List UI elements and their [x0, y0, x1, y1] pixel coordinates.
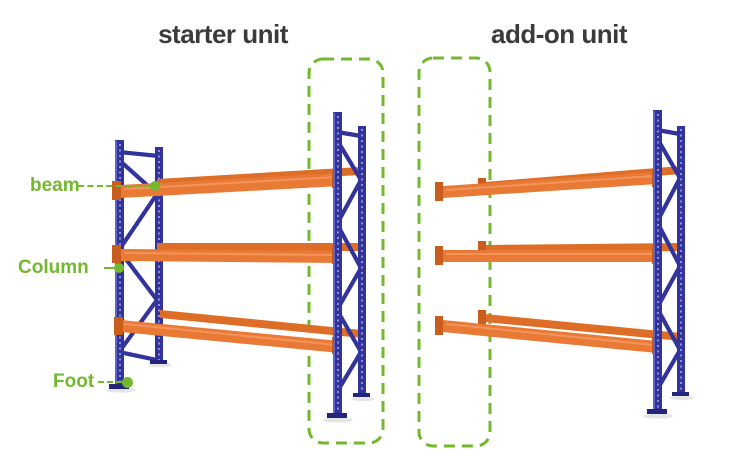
starter-unit-title: starter unit	[158, 19, 288, 49]
beam-end-flange	[478, 310, 486, 327]
beam-level1-front	[443, 172, 657, 198]
callout-beam: beam	[30, 175, 160, 196]
beam-leader-line	[78, 185, 150, 187]
beam-end-flange	[435, 316, 443, 335]
beam-level3-rear	[485, 314, 681, 341]
column-leader-line	[104, 267, 114, 269]
foot-label: Foot	[53, 371, 95, 392]
callout-foot: Foot	[53, 371, 133, 392]
beam-marker-dot	[150, 181, 160, 191]
beam-level2-front	[443, 250, 657, 262]
beam-level2-rear	[157, 243, 363, 251]
addon-beams	[435, 166, 681, 354]
callout-column: Column	[18, 257, 124, 278]
ground-shadows	[106, 362, 694, 423]
foot-marker-dot	[122, 376, 133, 388]
addon-right-upright	[647, 110, 689, 414]
foot-plate	[647, 409, 667, 414]
foot-leader-line	[98, 381, 122, 383]
beam-level2-front	[121, 249, 341, 263]
front-post	[653, 110, 662, 413]
beam-end-flange	[435, 246, 443, 265]
shared-upright	[327, 112, 370, 418]
addon-unit-title: add-on unit	[490, 19, 628, 49]
column-label: Column	[18, 257, 89, 278]
rear-post	[677, 126, 685, 395]
beam-end-flange	[435, 182, 443, 201]
beam-level3-rear	[160, 310, 362, 338]
beam-end-flange	[478, 241, 486, 258]
column-marker-dot	[114, 263, 124, 273]
foot-plate	[327, 413, 347, 418]
foot-plate	[109, 384, 129, 389]
beam-label: beam	[30, 175, 80, 196]
